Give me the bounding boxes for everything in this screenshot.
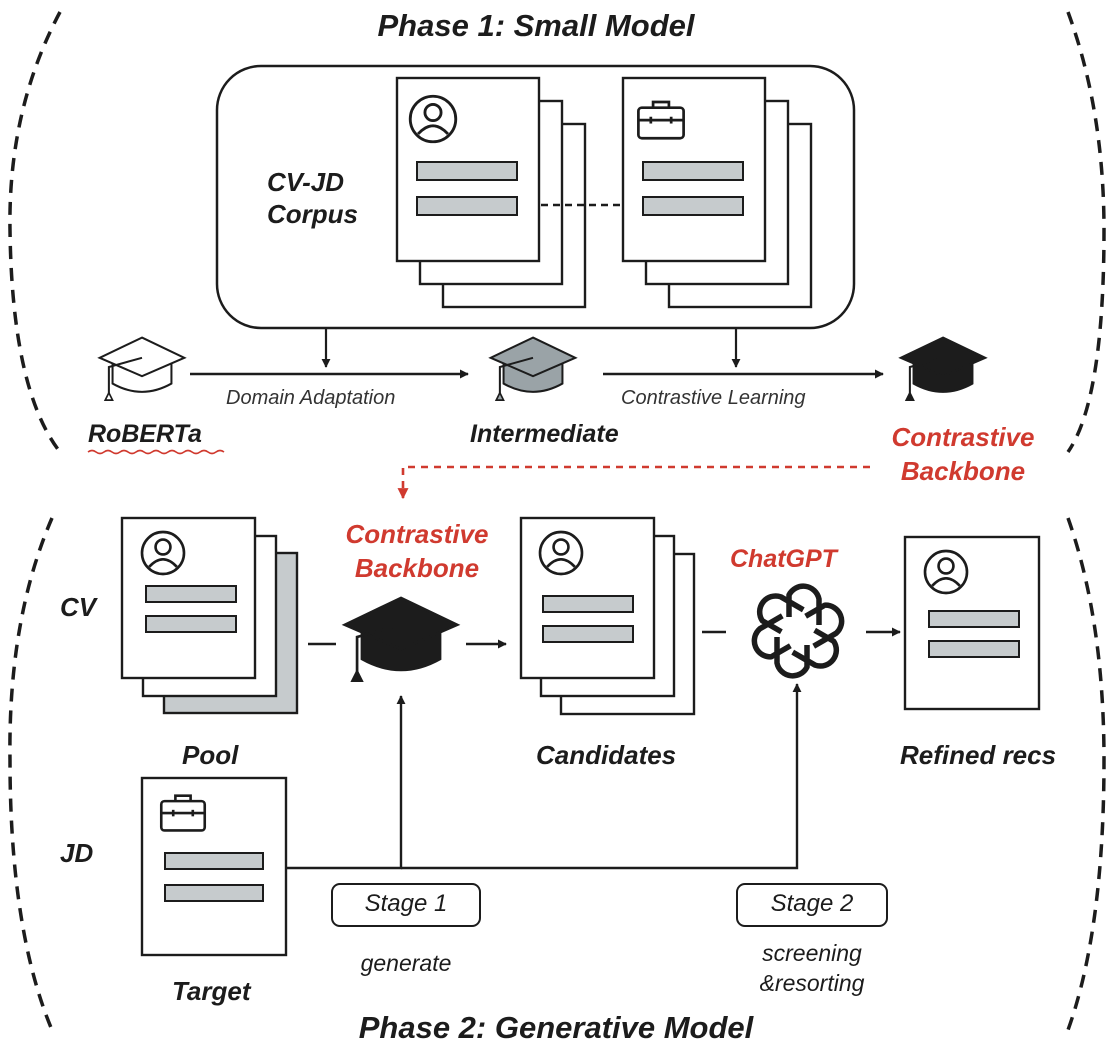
- contrastive-backbone-line2: Backbone: [900, 456, 1026, 486]
- openai-logo-icon: [749, 583, 848, 676]
- backbone-label-line2: Backbone: [354, 553, 480, 583]
- corpus-label-line2: Corpus: [267, 199, 358, 229]
- refined-recs-label: Refined recs: [900, 740, 1057, 770]
- pool-label: Pool: [182, 740, 239, 770]
- chatgpt-label: ChatGPT: [730, 545, 837, 573]
- roberta-underline: [87, 449, 225, 455]
- refined-recs-document: [903, 535, 1041, 711]
- phase2-bracket: [8, 517, 1106, 1031]
- backbone-cap-icon: [343, 596, 459, 683]
- corpus-label-line1: CV-JD: [267, 167, 345, 197]
- contrastive-learning-label: Contrastive Learning: [621, 387, 806, 409]
- stage2-sublabel-line2: &resorting: [759, 970, 865, 996]
- jd-to-backbone-arrow: [286, 695, 406, 870]
- candidates-stack: [519, 516, 696, 716]
- intermediate-label: Intermediate: [470, 420, 619, 448]
- stage2-sublabel-line1: screening: [762, 940, 862, 966]
- stage2-sublabel: screening &resorting: [730, 938, 894, 998]
- roberta-cap-icon: [98, 336, 186, 402]
- phase1-title: Phase 1: Small Model: [377, 8, 695, 43]
- jd-target-document: [140, 776, 288, 957]
- contrastive-backbone-cap-icon: [899, 336, 987, 402]
- stage1-box: Stage 1: [331, 883, 481, 927]
- corpus-label: CV-JD Corpus: [267, 166, 358, 230]
- cv-document-stack: [395, 76, 587, 309]
- candidates-label: Candidates: [536, 740, 677, 770]
- contrastive-backbone-line1: Contrastive: [891, 422, 1035, 452]
- intermediate-cap-icon: [489, 336, 577, 402]
- stage2-box: Stage 2: [736, 883, 888, 927]
- jd-document-stack: [621, 76, 813, 309]
- contrastive-backbone-label: Contrastive Backbone: [870, 420, 1056, 488]
- row-label-cv: CV: [60, 592, 97, 622]
- jd-to-chatgpt-arrow: [401, 683, 802, 870]
- roberta-label: RoBERTa: [88, 420, 202, 448]
- phase1-bracket: [8, 11, 1106, 454]
- stage1-sublabel: generate: [360, 950, 452, 976]
- cv-pool-stack: [120, 516, 299, 715]
- domain-adaptation-label: Domain Adaptation: [226, 387, 396, 409]
- backbone-label-line1: Contrastive: [345, 519, 489, 549]
- phase2-title: Phase 2: Generative Model: [358, 1010, 754, 1045]
- row-label-jd: JD: [60, 838, 94, 868]
- backbone-label: Contrastive Backbone: [322, 517, 512, 585]
- backbone-handoff-arrow: [397, 465, 870, 500]
- target-label: Target: [172, 976, 251, 1006]
